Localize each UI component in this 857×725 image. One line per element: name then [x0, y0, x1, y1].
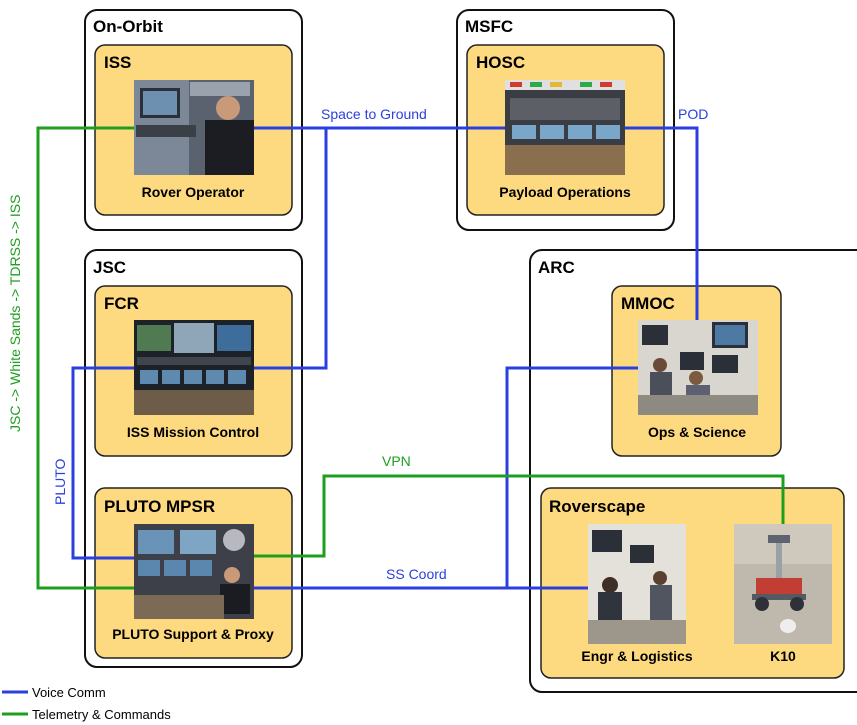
legend: Voice Comm Telemetry & Commands — [2, 685, 171, 722]
box-iss-title: ISS — [104, 53, 131, 72]
voice-fcr-line — [254, 128, 328, 370]
legend-voice-label: Voice Comm — [32, 685, 106, 700]
telemetry-lines — [36, 126, 785, 590]
box-hosc-title: HOSC — [476, 53, 525, 72]
telemetry-vpn-line — [254, 474, 785, 558]
telemetry-relay-line — [36, 126, 134, 590]
box-roverscape-title: Roverscape — [549, 497, 645, 516]
voice-pod-line — [625, 126, 699, 320]
rover-operator-photo — [134, 80, 254, 175]
payload-operations-photo — [505, 80, 625, 175]
legend-telemetry-label: Telemetry & Commands — [32, 707, 171, 722]
ops-science-photo — [638, 320, 758, 415]
voice-pluto-line — [71, 366, 134, 560]
box-mmoc-caption: Ops & Science — [648, 424, 746, 440]
label-ss-coord: SS Coord — [386, 566, 447, 582]
pluto-support-photo — [134, 524, 254, 619]
box-fcr-caption: ISS Mission Control — [127, 424, 259, 440]
box-mpsr-caption: PLUTO Support & Proxy — [112, 626, 274, 642]
label-relay: JSC -> White Sands -> TDRSS -> ISS — [7, 195, 23, 432]
group-jsc-title: JSC — [93, 258, 126, 277]
group-onorbit-title: On-Orbit — [93, 17, 163, 36]
iss-mission-control-photo — [134, 320, 254, 415]
engr-logistics-photo — [588, 524, 686, 644]
k10-rover-photo — [734, 524, 832, 644]
label-vpn: VPN — [382, 453, 411, 469]
box-iss-caption: Rover Operator — [142, 184, 245, 200]
box-mpsr-title: PLUTO MPSR — [104, 497, 215, 516]
box-fcr-title: FCR — [104, 294, 139, 313]
box-mmoc-title: MMOC — [621, 294, 675, 313]
box-roverscape-caption-k10: K10 — [770, 648, 796, 664]
group-arc-title: ARC — [538, 258, 575, 277]
label-pod: POD — [678, 106, 708, 122]
voice-lines — [71, 126, 699, 590]
label-pluto: PLUTO — [52, 458, 68, 505]
group-msfc-title: MSFC — [465, 17, 513, 36]
box-roverscape-caption-engr: Engr & Logistics — [581, 648, 692, 664]
box-hosc-caption: Payload Operations — [499, 184, 631, 200]
label-space-to-ground: Space to Ground — [321, 106, 427, 122]
voice-mmoc-branch-line — [505, 366, 638, 588]
